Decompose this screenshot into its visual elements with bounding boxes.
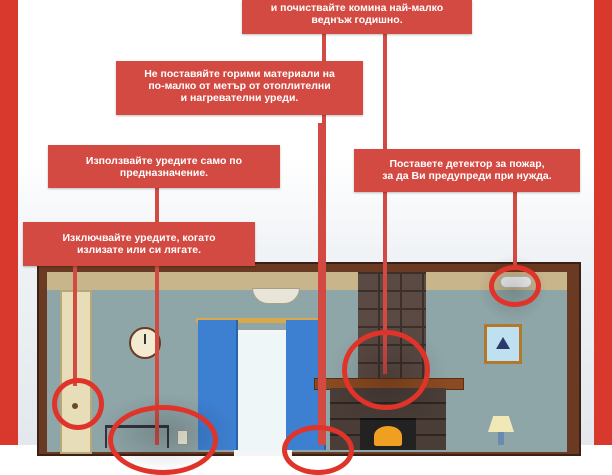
highlight-circle-door	[52, 378, 104, 430]
highlight-circle-detector	[489, 265, 541, 307]
tip-usage: Използвайте уредите само по предназначен…	[48, 145, 280, 188]
tip-detector: Поставете детектор за пожар, за да Ви пр…	[354, 149, 580, 192]
connector-detector	[513, 192, 517, 270]
red-frame-right	[594, 0, 612, 445]
tip-switch-off: Изключвайте уредите, когато излизате или…	[23, 222, 255, 266]
curtain-rod	[196, 318, 324, 323]
connector-usage	[155, 188, 159, 445]
window	[234, 330, 292, 456]
table-lamp-icon	[488, 416, 514, 432]
connector-materials	[318, 123, 322, 445]
connector-switch-off	[73, 266, 77, 386]
connector-chimney	[322, 34, 326, 445]
picture-frame-icon	[484, 324, 522, 364]
highlight-circle-heater	[108, 405, 218, 475]
room-ceiling	[47, 272, 567, 290]
highlight-circle-chimney	[342, 330, 430, 410]
tip-chimney: и почиствайте комина най-малко веднъж го…	[242, 0, 472, 34]
table-lamp-base	[498, 432, 504, 445]
tip-materials: Не поставяйте горими материали на по-мал…	[116, 61, 363, 115]
red-frame-left	[0, 0, 18, 445]
connector-chimney-2	[383, 34, 387, 374]
highlight-circle-fire	[282, 425, 354, 475]
